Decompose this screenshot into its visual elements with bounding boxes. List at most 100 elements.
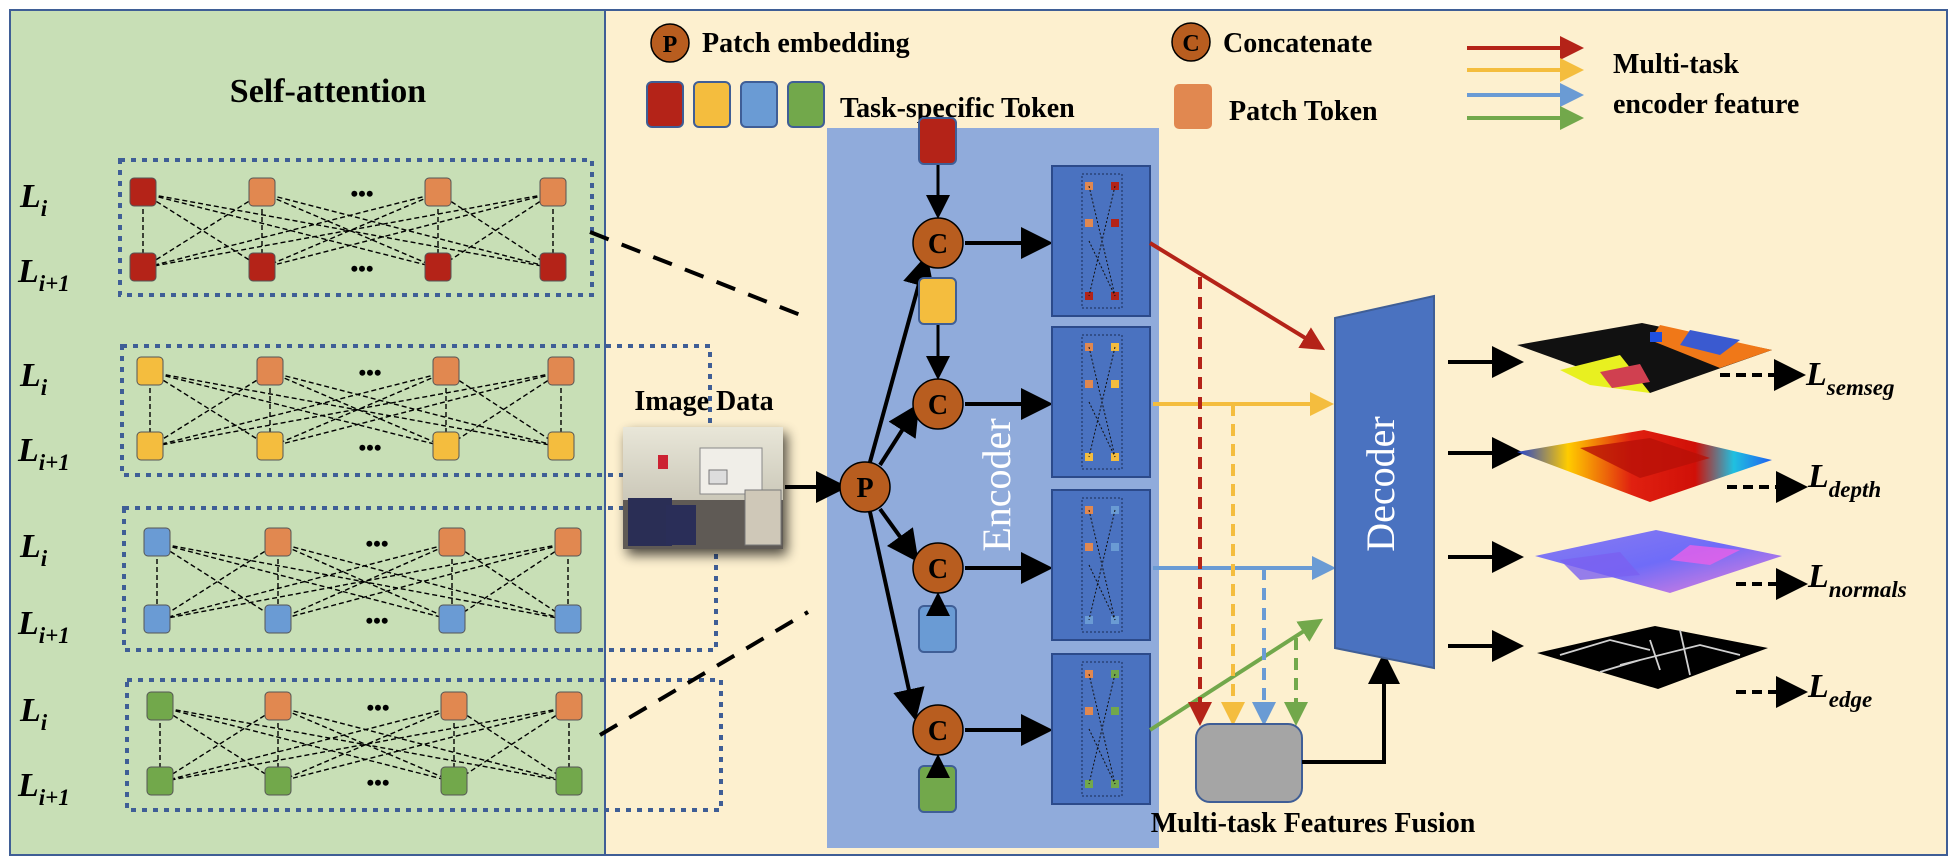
task-token (143, 527, 171, 557)
task-token-yellow (918, 277, 957, 325)
layer-label-i: Li (19, 178, 48, 221)
attention-link (277, 706, 570, 783)
patch-token (539, 177, 567, 207)
layer-label-next-base: L (17, 605, 39, 642)
layer-label-i-base: L (19, 692, 41, 729)
attention-link (156, 542, 453, 621)
patch-token (248, 177, 276, 207)
depth-output-map (1517, 430, 1772, 502)
attention-link (149, 371, 447, 448)
concatenate-node (912, 378, 964, 430)
patch-to-concat-3 (878, 507, 919, 563)
attention-link (451, 542, 569, 621)
fusion-box (1195, 723, 1303, 803)
block-link (1088, 185, 1116, 297)
block-token (1111, 380, 1119, 388)
self-attention-groups: LiLi+1••••••LiLi+1••••••LiLi+1••••••LiLi… (17, 158, 723, 812)
block-token (1111, 707, 1119, 715)
concatenate-node (912, 542, 964, 594)
layer-label-i-base: L (19, 178, 41, 215)
layer-label-next-sub: i+1 (39, 271, 70, 296)
legend-token-blue (740, 81, 778, 128)
attention-link (142, 192, 439, 269)
normals-loss-label: Lnormals (1807, 558, 1907, 602)
layer-label-next-base: L (17, 767, 39, 804)
task-token (555, 766, 583, 796)
attention-link (445, 371, 562, 448)
transformer-block (1051, 165, 1151, 317)
layer-label-i-sub: i (41, 546, 48, 571)
patch-token (264, 527, 292, 557)
task-token (554, 604, 582, 634)
normals-loss-sub: normals (1829, 577, 1907, 602)
task-token (440, 766, 468, 796)
attention-link (142, 192, 554, 269)
depth-loss-label: Ldepth (1807, 458, 1881, 502)
legend-patch-token-icon (1174, 84, 1212, 129)
legend-concatenate-symbol: C (1182, 31, 1199, 57)
patch-token (554, 527, 582, 557)
layer-label-i-sub: i (41, 710, 48, 735)
zoom-connector-bottom (598, 610, 810, 737)
legend-token-yellow (693, 81, 731, 128)
attention-link (269, 371, 562, 448)
normals-output-map (1535, 530, 1782, 593)
task-token-red (918, 117, 957, 165)
layer-label-i-sub: i (41, 375, 48, 400)
concatenate-symbol: C (928, 554, 948, 585)
patch-token (424, 177, 452, 207)
encoder-label: Encoder (974, 418, 1019, 551)
layer-label-next-base: L (17, 253, 39, 290)
attention-link (277, 542, 569, 621)
block-token (1085, 707, 1093, 715)
left-panel (10, 10, 605, 855)
task-token (146, 766, 174, 796)
attention-link (159, 706, 570, 783)
transformer-block-frame (1081, 334, 1123, 470)
task-token (256, 431, 284, 461)
attention-link (159, 706, 455, 783)
block-link (1088, 673, 1116, 785)
decoder-label: Decoder (1358, 416, 1403, 551)
legend-task-token-label: Task-specific Token (840, 93, 1075, 124)
block-token (1111, 219, 1119, 227)
block-link (1088, 509, 1116, 621)
patch-embedding-symbol: P (856, 473, 873, 504)
attention-link (159, 706, 279, 783)
task-token (129, 252, 157, 282)
encoder-row-red: C (912, 117, 1151, 317)
concatenate-node (912, 217, 964, 269)
patch-token (440, 691, 468, 721)
attention-link (277, 542, 569, 621)
input-image (623, 427, 783, 549)
encoder-row-green: C (912, 653, 1151, 813)
legend-feature-label-line2: encoder feature (1613, 89, 1799, 120)
attention-link (437, 192, 554, 269)
image-data-label: Image Data (634, 386, 773, 417)
transformer-block-frame (1081, 661, 1123, 797)
task-token (143, 604, 171, 634)
layer-label-i-base: L (19, 357, 41, 394)
patch-to-concat-2 (878, 403, 920, 467)
layer-label-next-sub: i+1 (39, 450, 70, 475)
patch-token (438, 527, 466, 557)
attention-link (277, 706, 570, 783)
task-token (248, 252, 276, 282)
legend-patch-embedding-symbol: P (663, 32, 678, 58)
legend-concatenate-icon (1171, 22, 1211, 62)
token-ellipsis: ••• (365, 608, 388, 633)
edge-loss-label: Ledge (1807, 668, 1872, 712)
zoom-connector-top (589, 230, 809, 320)
attention-link (159, 706, 570, 783)
attention-link (269, 371, 562, 448)
task-token-blue (918, 605, 957, 653)
task-token (136, 356, 164, 386)
block-token (1085, 219, 1093, 227)
fusion-to-decoder-arrow (1302, 652, 1400, 764)
edge-loss-sub: edge (1829, 687, 1872, 712)
attention-link (159, 706, 279, 783)
